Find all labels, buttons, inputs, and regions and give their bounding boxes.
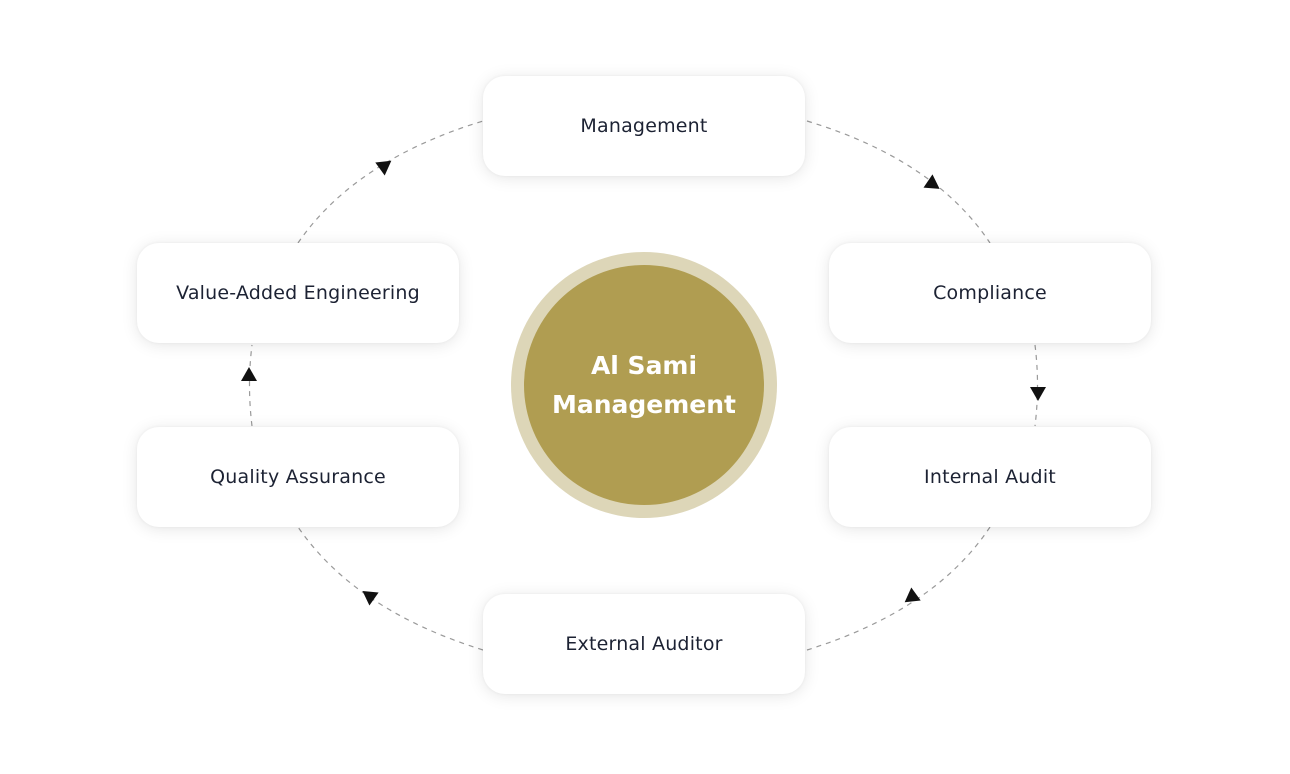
node-quality-assurance: Quality Assurance <box>137 427 459 527</box>
node-label-external-auditor: External Auditor <box>565 633 723 655</box>
arrow-external-auditor-to-quality-assurance-icon <box>362 590 379 606</box>
connector-compliance-to-internal-audit <box>1034 344 1039 427</box>
arrow-quality-assurance-to-value-added-engineering-icon <box>241 367 257 381</box>
node-label-quality-assurance: Quality Assurance <box>210 466 386 488</box>
connector-quality-assurance-to-value-added-engineering <box>248 344 253 427</box>
node-management: Management <box>483 76 805 176</box>
connector-value-added-engineering-to-management <box>297 120 484 244</box>
connector-management-to-compliance <box>806 120 991 244</box>
node-label-management: Management <box>580 115 708 137</box>
node-compliance: Compliance <box>829 243 1151 343</box>
node-label-value-added-engineering: Value-Added Engineering <box>176 282 420 304</box>
center-hub: Al Sami Management <box>524 265 764 505</box>
arrow-management-to-compliance-icon <box>923 174 940 189</box>
connector-external-auditor-to-quality-assurance <box>297 526 484 651</box>
arrow-value-added-engineering-to-management-icon <box>375 160 392 176</box>
arrow-internal-audit-to-external-auditor-icon <box>904 587 921 603</box>
node-label-internal-audit: Internal Audit <box>924 466 1056 488</box>
node-internal-audit: Internal Audit <box>829 427 1151 527</box>
connector-internal-audit-to-external-auditor <box>806 526 991 651</box>
node-value-added-engineering: Value-Added Engineering <box>137 243 459 343</box>
arrow-compliance-to-internal-audit-icon <box>1030 387 1046 401</box>
center-title-line-1: Al Sami <box>590 351 698 380</box>
center-hub-ring: Al Sami Management <box>511 252 777 518</box>
center-title-line-2: Management <box>551 390 737 419</box>
node-external-auditor: External Auditor <box>483 594 805 694</box>
node-label-compliance: Compliance <box>933 282 1047 304</box>
